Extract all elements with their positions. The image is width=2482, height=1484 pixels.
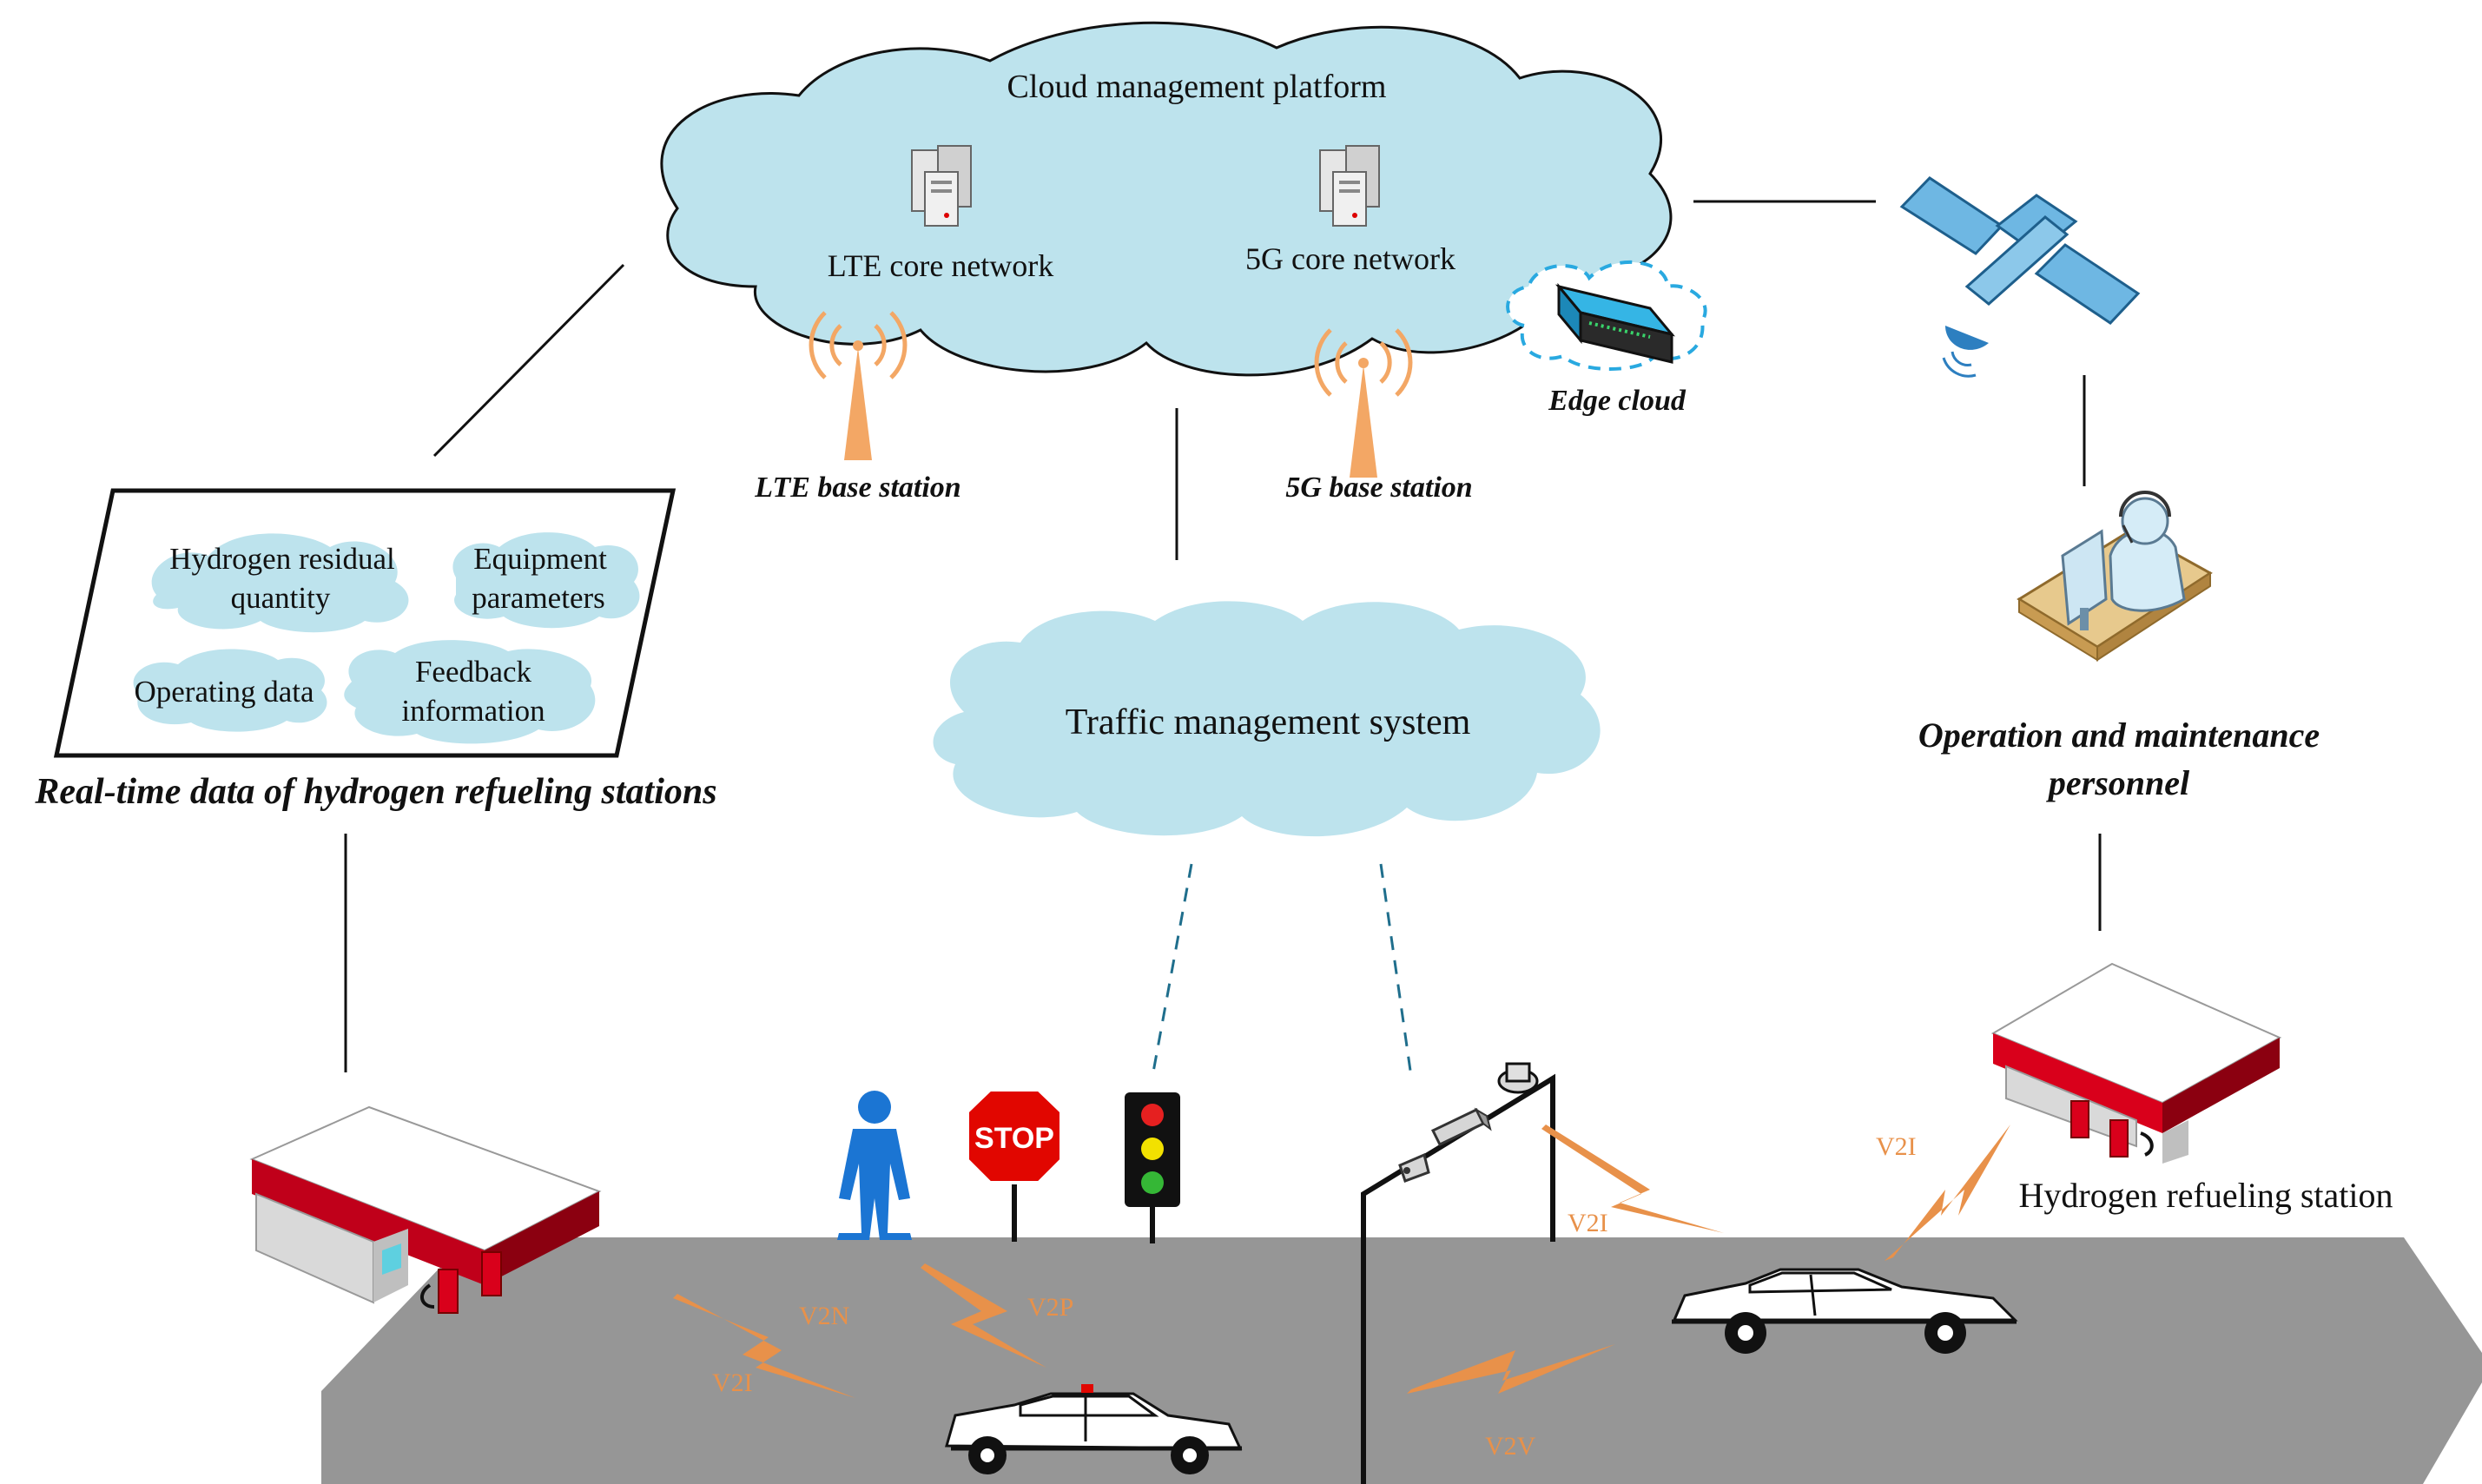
stop-sign-text: STOP (974, 1122, 1054, 1155)
lightning-icon (1541, 1125, 1724, 1233)
lte-base-station-label: LTE base station (754, 472, 960, 504)
server-icon (911, 145, 972, 227)
cloud-platform-title: Cloud management platform (1007, 69, 1387, 105)
data-item-hydrogen-2: quantity (231, 581, 331, 615)
connector-lines (344, 200, 2102, 1072)
5g-base-station-label: 5G base station (1285, 472, 1472, 504)
antenna-icon (1314, 328, 1413, 478)
wireless-links (673, 1125, 2010, 1398)
link-v2n: V2N (799, 1302, 849, 1330)
lte-core-network-label: LTE core network (828, 248, 1054, 283)
station-label: Hydrogen refueling station (2019, 1176, 2393, 1215)
bubble-hydrogen (151, 533, 409, 633)
cloud-management-platform (660, 21, 1673, 377)
link-v2i-left: V2I (712, 1369, 753, 1397)
link-v2i-station: V2I (1876, 1132, 1917, 1161)
hydrogen-station-left (249, 1105, 602, 1314)
traffic-light-icon (1125, 1092, 1180, 1243)
router-icon (1555, 282, 1676, 364)
link-v2v: V2V (1485, 1432, 1536, 1461)
edge-cloud-label: Edge cloud (1548, 385, 1687, 417)
operator-icon (2017, 491, 2213, 662)
bubble-feedback (344, 640, 596, 744)
traffic-system-label: Traffic management system (1066, 702, 1471, 742)
lightning-icon (1407, 1344, 1615, 1394)
dashed-links (1151, 863, 1413, 1078)
traffic-management-cloud (933, 601, 1601, 837)
pedestrian-icon (837, 1091, 912, 1240)
personnel-label-line2: personnel (2046, 763, 2190, 802)
bubble-equipment (452, 532, 640, 629)
stop-sign-icon: STOP (966, 1088, 1063, 1242)
edge-cloud (1506, 260, 1707, 371)
link-v2p: V2P (1027, 1293, 1073, 1322)
road (321, 1237, 2482, 1484)
link-v2i-pole: V2I (1568, 1209, 1608, 1237)
hydrogen-station-right (1990, 962, 2282, 1164)
data-bubbles (133, 532, 640, 744)
data-item-feedback-1: Feedback (415, 655, 532, 689)
antenna-icon (809, 311, 908, 460)
police-car-icon (945, 1384, 1243, 1474)
camera-icon (1398, 1107, 1492, 1183)
data-panel-caption: Real-time data of hydrogen refueling sta… (34, 772, 716, 812)
personnel-label-line1: Operation and maintenance (1918, 716, 2320, 755)
lightning-icon (673, 1294, 855, 1398)
bubble-operating (133, 649, 327, 732)
link-labels: V2N V2I V2P V2I V2I V2V (712, 1132, 1917, 1461)
data-item-operating: Operating data (135, 675, 314, 709)
data-item-hydrogen-1: Hydrogen residual (169, 542, 395, 576)
5g-core-network-label: 5G core network (1245, 241, 1456, 276)
data-item-equipment-1: Equipment (473, 542, 607, 576)
data-item-equipment-2: parameters (472, 581, 605, 615)
lightning-icon (921, 1263, 1046, 1368)
sedan-car-icon (1672, 1268, 2018, 1354)
server-icon (1319, 145, 1380, 227)
data-item-feedback-2: information (401, 694, 545, 728)
satellite-icon (1899, 176, 2141, 378)
